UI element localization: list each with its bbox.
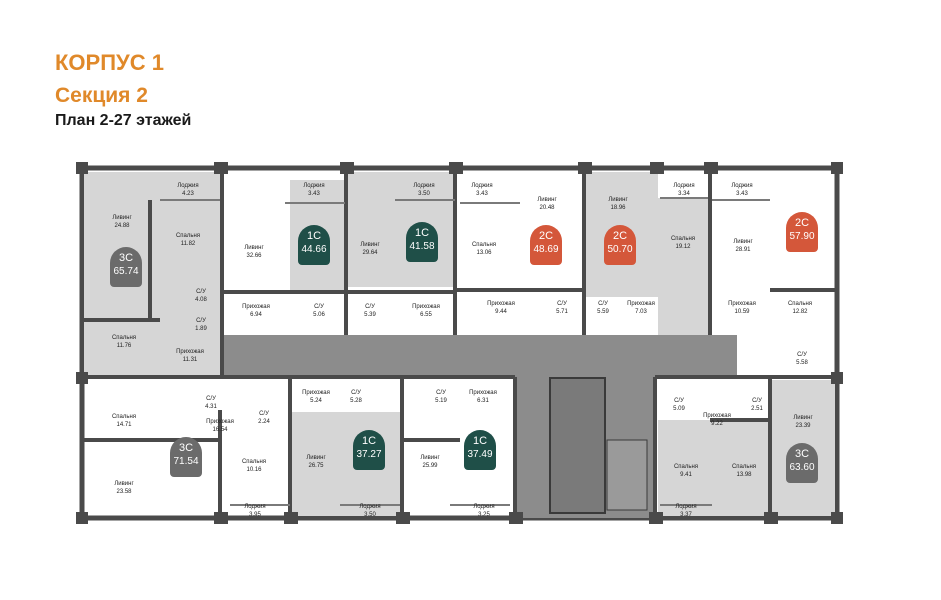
apt-3c-63-fill-c	[658, 420, 715, 516]
facade-piers	[76, 162, 843, 524]
apt-1c-41-fill	[348, 172, 455, 287]
interior-walls	[82, 168, 837, 518]
elevator-shaft	[549, 377, 606, 514]
corridor	[222, 335, 737, 377]
apt-3c-63-fill-b	[715, 420, 770, 516]
apt-3c-65-fill	[84, 172, 222, 377]
staircase	[606, 439, 648, 511]
building-title: КОРПУС 1	[55, 50, 164, 75]
plan-subtitle: План 2-27 этажей	[55, 112, 192, 129]
loggia-railings	[160, 197, 770, 506]
section-title: Секция 2	[55, 84, 148, 107]
apt-2c-50-fill-b	[658, 198, 708, 336]
